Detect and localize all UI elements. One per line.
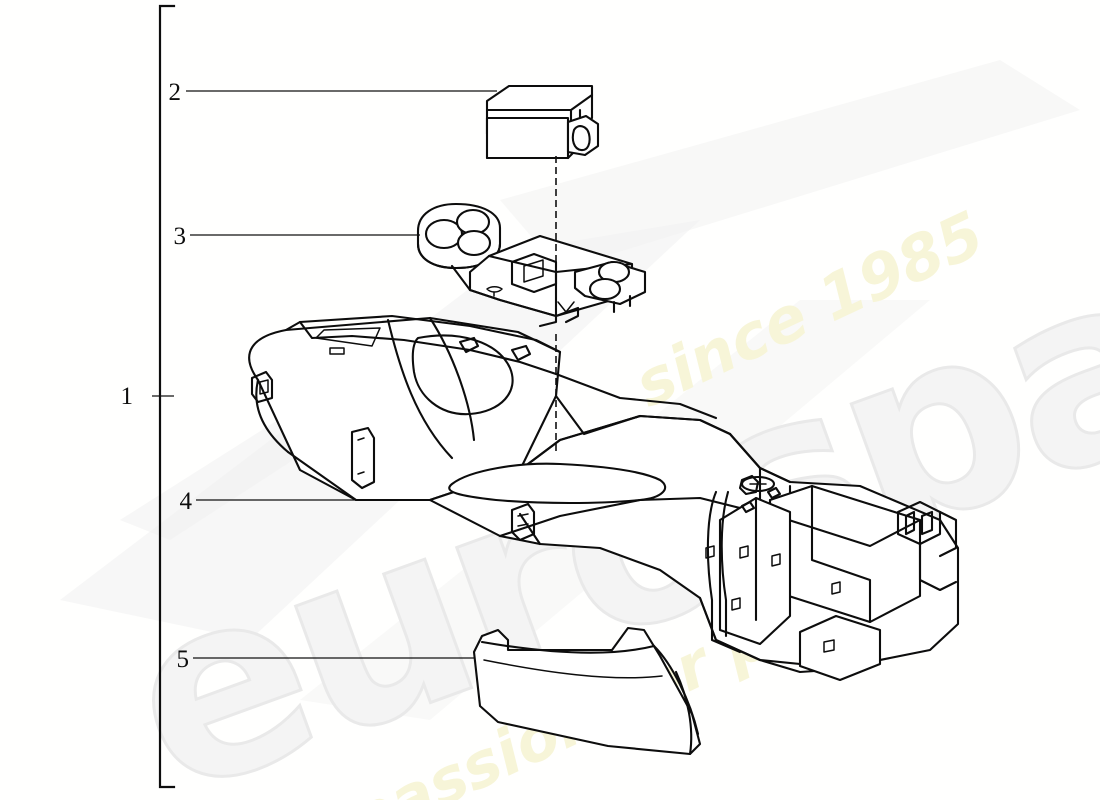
callout-4-number: 4: [180, 488, 193, 515]
callout-1-number: 1: [121, 383, 134, 410]
callout-2-number: 2: [169, 79, 182, 106]
part-5-side-trim-panel: [472, 626, 702, 756]
callout-2[interactable]: 2: [169, 79, 498, 106]
callout-4[interactable]: 4: [180, 488, 383, 515]
callout-5[interactable]: 5: [177, 646, 475, 673]
callout-3[interactable]: 3: [174, 223, 421, 250]
part-1-console-main-body: [248, 314, 960, 682]
part-3-cup-holder-insert: [416, 202, 647, 328]
part-2-storage-box-lid: [485, 84, 600, 160]
callout-5-number: 5: [177, 646, 190, 673]
callout-1[interactable]: 1: [121, 383, 175, 410]
callout-3-number: 3: [174, 223, 187, 250]
